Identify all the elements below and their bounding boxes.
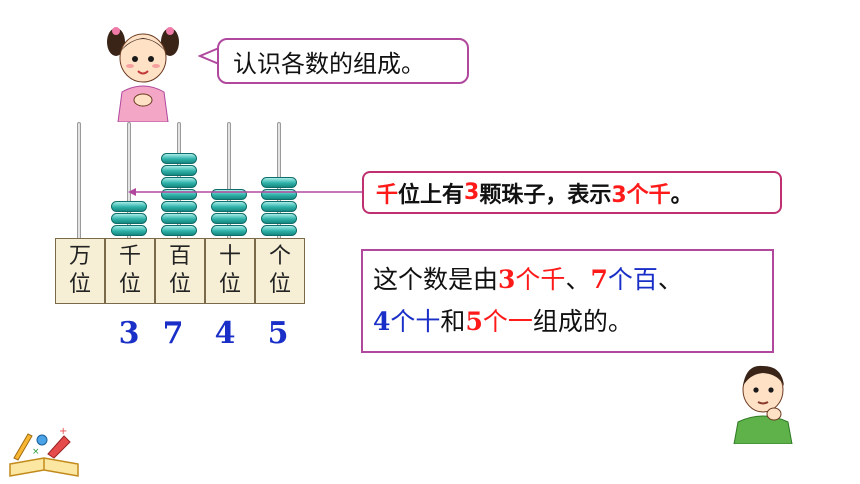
- digit-bai: 7: [162, 316, 184, 351]
- bead: [161, 189, 197, 200]
- svg-text:×: ×: [32, 447, 40, 457]
- composition-sep1: 、: [565, 265, 591, 294]
- bead: [111, 225, 147, 236]
- composition-intro: 这个数是由: [373, 265, 499, 294]
- composition-n2: 7: [590, 265, 608, 294]
- bead: [161, 177, 197, 188]
- sentence-place: 千: [376, 182, 399, 208]
- place-label-char: 位: [118, 272, 141, 297]
- bead: [161, 153, 197, 164]
- composition-tail: 组成的。: [532, 307, 633, 336]
- bead: [261, 201, 297, 212]
- composition-box: 这个数是由3个千、7个百、 4个十和5个一组成的。: [361, 249, 774, 353]
- bead: [161, 213, 197, 224]
- digit-ge: 5: [267, 316, 289, 351]
- place-label-char: 百: [168, 244, 191, 269]
- composition-n1: 3: [498, 265, 516, 294]
- bead: [161, 225, 197, 236]
- composition-u1: 个千: [515, 265, 566, 294]
- boy-character: [733, 365, 793, 444]
- composition-u4: 个一: [482, 307, 533, 336]
- bead: [261, 225, 297, 236]
- place-sentence: 千 位上有 3 颗珠子，表示 3个千 。: [362, 171, 782, 214]
- sentence-middle: 位上有: [398, 182, 465, 208]
- pointer-arrow: [128, 188, 362, 196]
- sentence-end: 。: [670, 182, 693, 208]
- bead: [161, 165, 197, 176]
- bead: [161, 201, 197, 212]
- bead: [261, 177, 297, 188]
- speech-bubble: 认识各数的组成。: [217, 38, 469, 84]
- bead: [261, 213, 297, 224]
- place-label-char: 个: [268, 244, 291, 269]
- composition-u2: 个百: [607, 265, 658, 294]
- sentence-count: 3: [464, 180, 480, 205]
- place-label-wan: 万 位: [55, 238, 105, 304]
- speech-bubble-text: 认识各数的组成。: [233, 49, 425, 78]
- place-label-char: 千: [118, 244, 141, 269]
- place-label-ge: 个 位: [255, 238, 305, 304]
- bead: [211, 189, 247, 200]
- digit-shi: 4: [214, 316, 236, 351]
- composition-u3: 个十: [390, 307, 441, 336]
- bead: [211, 213, 247, 224]
- composition-sep2: 、: [657, 265, 683, 294]
- sentence-after: 颗珠子，表示: [479, 182, 612, 208]
- composition-n3: 4: [373, 307, 391, 336]
- composition-and: 和: [440, 307, 466, 336]
- bead: [211, 225, 247, 236]
- composition-n4: 5: [465, 307, 483, 336]
- place-label-bai: 百 位: [155, 238, 205, 304]
- sentence-value: 3个千: [611, 182, 671, 208]
- place-label-char: 位: [168, 272, 191, 297]
- svg-text:+: +: [59, 426, 67, 437]
- girl-character: [107, 27, 179, 122]
- place-label-qian: 千 位: [105, 238, 155, 304]
- bead: [261, 189, 297, 200]
- place-label-char: 万: [68, 244, 91, 269]
- bead: [111, 213, 147, 224]
- place-label-char: 位: [218, 272, 241, 297]
- place-label-char: 十: [218, 244, 241, 269]
- place-label-shi: 十 位: [205, 238, 255, 304]
- speech-bubble-tail: [198, 47, 220, 65]
- abacus-rod-wan: [77, 122, 81, 240]
- place-label-char: 位: [268, 272, 291, 297]
- place-label-char: 位: [68, 272, 91, 297]
- math-book-icon: + ×: [9, 426, 79, 477]
- bead: [211, 201, 247, 212]
- digit-qian: 3: [118, 316, 140, 351]
- bead: [111, 201, 147, 212]
